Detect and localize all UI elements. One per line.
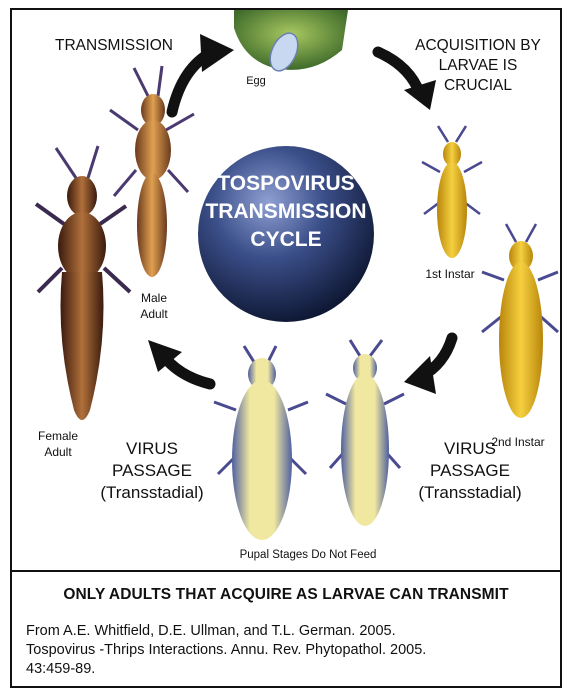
cycle-arrow-top-right [378,52,436,110]
citation-line-2: Tospovirus -Thrips Interactions. Annu. R… [26,641,551,660]
egg-label: Egg [246,75,266,87]
acquisition-label-line-2: LARVAE IS [439,57,518,74]
virus-passage-left-line-2: PASSAGE [112,461,192,480]
pupa-left-image [214,346,308,540]
virus-passage-right-line-1: VIRUS [444,439,496,458]
female-adult-label-line-2: Adult [44,445,72,459]
first-instar-larva-image [422,126,482,258]
transmission-label: TRANSMISSION [55,37,173,54]
first-instar-label: 1st Instar [425,267,474,281]
virus-passage-right-line-3: (Transstadial) [418,483,521,502]
egg-leaf-image [234,10,348,75]
citation-block: From A.E. Whitfield, D.E. Ullman, and T.… [26,622,551,679]
female-adult-thrips-image [36,146,130,420]
virus-passage-left-line-3: (Transstadial) [100,483,203,502]
virus-passage-left-line-1: VIRUS [126,439,178,458]
cycle-arrow-top-left [172,34,234,112]
second-instar-label: 2nd Instar [491,435,544,449]
acquisition-label-line-1: ACQUISITION BY [415,37,541,54]
cycle-arrow-left [148,340,210,384]
tospovirus-cycle-diagram: TOSPOVIRUS TRANSMISSION CYCLE [12,10,560,570]
center-label-line-2: TRANSMISSION [205,200,366,223]
pupa-right-image [326,340,404,526]
center-label-line-3: CYCLE [250,228,321,251]
citation-line-1: From A.E. Whitfield, D.E. Ullman, and T.… [26,622,551,641]
center-sphere: TOSPOVIRUS TRANSMISSION CYCLE [198,146,374,322]
male-adult-label-line-1: Male [141,291,167,305]
figure-frame: TOSPOVIRUS TRANSMISSION CYCLE [10,8,562,688]
male-adult-label-line-2: Adult [140,307,168,321]
cycle-arrow-right [404,338,452,394]
citation-line-3: 43:459-89. [26,660,551,679]
virus-passage-right-line-2: PASSAGE [430,461,510,480]
center-label-line-1: TOSPOVIRUS [217,172,354,195]
pupal-stages-label: Pupal Stages Do Not Feed [240,549,377,561]
second-instar-larva-image [482,224,558,418]
conclusion-headline: ONLY ADULTS THAT ACQUIRE AS LARVAE CAN T… [12,586,560,604]
footer-divider [12,570,560,572]
acquisition-label-line-3: CRUCIAL [444,77,512,94]
female-adult-label-line-1: Female [38,429,78,443]
